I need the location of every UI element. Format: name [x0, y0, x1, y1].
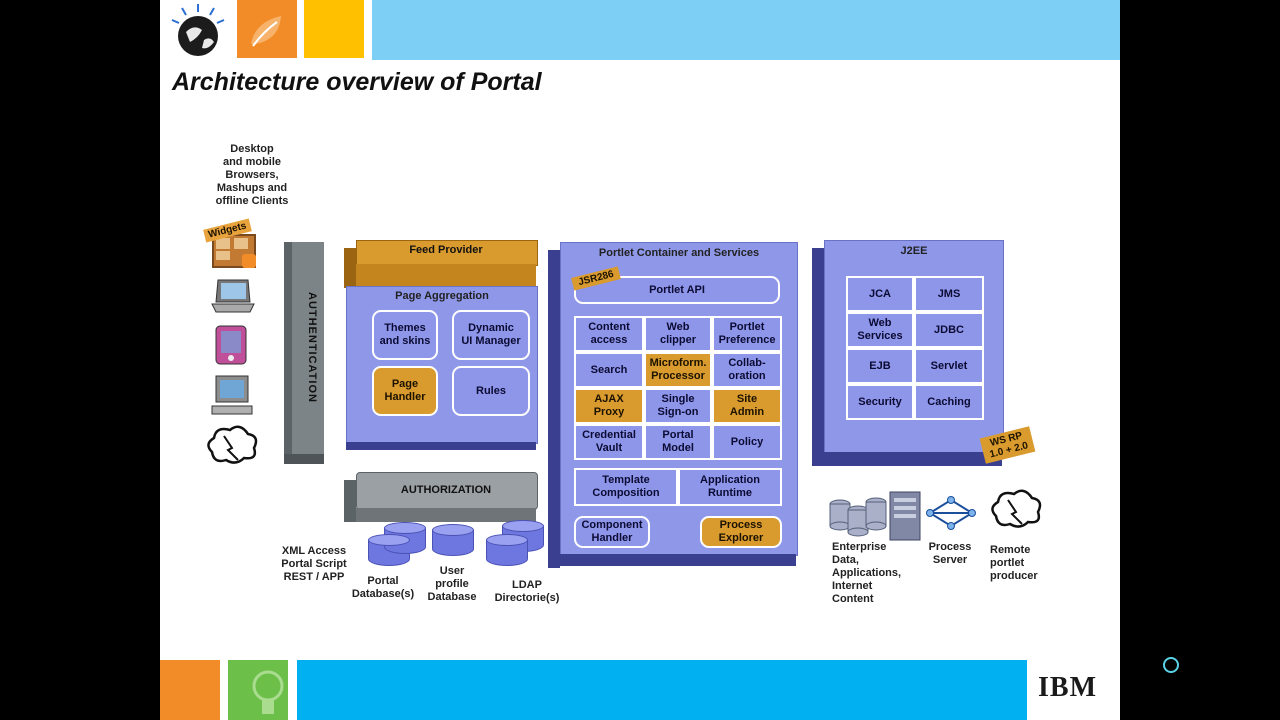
portlet-service-collab-oration: Collab- oration	[712, 352, 782, 388]
process-server-icon	[926, 496, 976, 530]
page-aggregation-title: Page Aggregation	[395, 290, 489, 302]
portlet-service-web-clipper: Web clipper	[644, 316, 712, 352]
process-server-label: Process Server	[928, 541, 972, 566]
portlet-container-base	[552, 554, 796, 566]
authorization-label: AUTHORIZATION	[400, 484, 492, 496]
xml-access-label: XML Access Portal Script REST / APP	[281, 545, 347, 583]
j2ee-caching: Caching	[914, 384, 984, 420]
j2ee-title: J2EE	[900, 245, 928, 257]
portlet-container-title: Portlet Container and Services	[598, 247, 760, 259]
enterprise-data-icon	[829, 491, 921, 541]
page-aggregation-base	[346, 442, 536, 450]
header-globe-tile	[168, 2, 228, 60]
j2ee-base	[814, 452, 1002, 466]
authentication-label: AUTHENTICATION	[306, 292, 318, 403]
portlet-service-content-access: Content access	[574, 316, 644, 352]
desktop-computer-icon	[211, 375, 253, 415]
portlet-service-search: Search	[574, 352, 644, 388]
portlet-container-side	[548, 250, 560, 568]
portal-database-label: Portal Database(s)	[351, 575, 415, 600]
portlet-service-credential-vault: Credential Vault	[574, 424, 644, 460]
page-handler: Page Handler	[372, 366, 438, 416]
authorization-block: AUTHORIZATION	[344, 472, 538, 524]
remote-producer-label: Remote portlet producer	[990, 544, 1038, 582]
rss-icon	[242, 254, 256, 268]
enterprise-data-label: Enterprise Data, Applications, Internet …	[832, 541, 902, 605]
footer-blue-bar	[297, 660, 1027, 720]
remote-producer-cloud-icon	[991, 489, 1042, 528]
header-yellow-tile	[304, 0, 364, 58]
portlet-service-policy: Policy	[712, 424, 782, 460]
footer-orange-tile	[160, 660, 220, 720]
process-explorer: Process Explorer	[700, 516, 782, 548]
j2ee-jdbc: JDBC	[914, 312, 984, 348]
portlet-service-ajax-proxy: AJAX Proxy	[574, 388, 644, 424]
j2ee-ejb: EJB	[846, 348, 914, 384]
j2ee-servlet: Servlet	[914, 348, 984, 384]
themes-and-skins: Themes and skins	[372, 310, 438, 360]
application-runtime: Application Runtime	[678, 468, 782, 506]
portlet-service-microform-processor: Microform. Processor	[644, 352, 712, 388]
slide: Architecture overview of Portal Desktop …	[160, 0, 1120, 720]
ldap-directories-label: LDAP Directorie(s)	[494, 579, 560, 604]
template-composition: Template Composition	[574, 468, 678, 506]
page-title: Architecture overview of Portal	[172, 68, 542, 96]
j2ee-jms: JMS	[914, 276, 984, 312]
j2ee-side	[812, 248, 824, 466]
feed-provider-block: Feed Provider	[344, 240, 538, 288]
loading-spinner-icon	[1163, 657, 1179, 673]
dynamic-ui-manager: Dynamic UI Manager	[452, 310, 530, 360]
clients-label: Desktop and mobile Browsers, Mashups and…	[215, 143, 289, 207]
feed-provider-label: Feed Provider	[409, 244, 483, 256]
leaf-icon	[251, 16, 281, 47]
header-orange-tile	[237, 0, 297, 58]
portlet-service-portlet-preference: Portlet Preference	[712, 316, 782, 352]
user-profile-database-label: User profile Database	[427, 565, 477, 603]
lightbulb-icon	[252, 670, 284, 714]
laptop-icon	[211, 279, 255, 313]
component-handler: Component Handler	[574, 516, 650, 548]
authentication-pillar: AUTHENTICATION	[284, 242, 324, 464]
j2ee-web-services: Web Services	[846, 312, 914, 348]
ldap-directory-icon	[486, 534, 528, 568]
user-profile-database-icon	[432, 524, 474, 558]
j2ee-jca: JCA	[846, 276, 914, 312]
internet-cloud-icon	[207, 425, 258, 464]
globe-icon	[171, 4, 225, 56]
j2ee-security: Security	[846, 384, 914, 420]
footer-green-tile	[228, 660, 288, 720]
header-blue-bar	[372, 0, 1120, 60]
portlet-service-site-admin: Site Admin	[712, 388, 782, 424]
ibm-logo: IBM	[1038, 672, 1097, 703]
portlet-service-portal-model: Portal Model	[644, 424, 712, 460]
widgets-icon: Widgets	[203, 218, 258, 268]
portlet-service-single-sign-on: Single Sign-on	[644, 388, 712, 424]
tablet-icon	[215, 325, 247, 365]
rules: Rules	[452, 366, 530, 416]
